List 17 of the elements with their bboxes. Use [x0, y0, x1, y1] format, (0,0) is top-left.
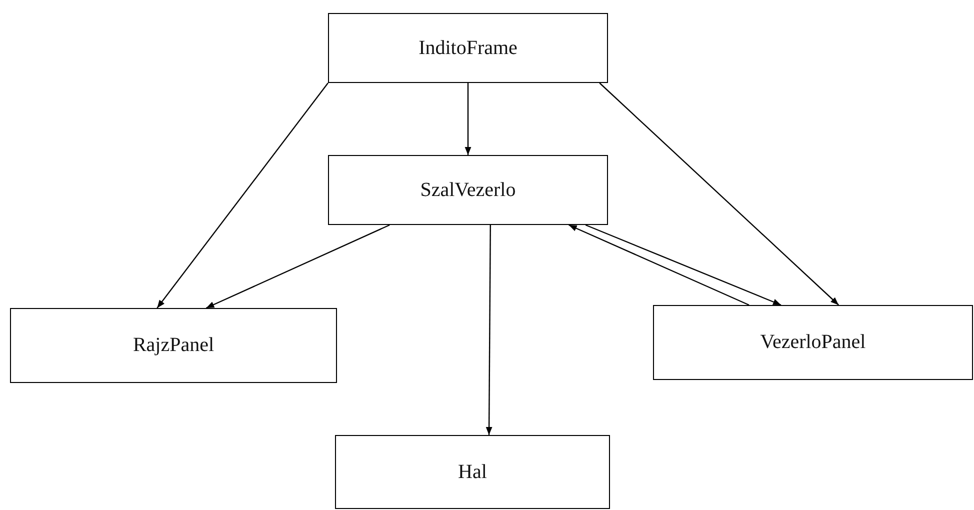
class-name: Hal [458, 460, 487, 484]
class-box [653, 305, 973, 380]
arrow [156, 82, 328, 308]
class-name: SzalVezerlo [420, 178, 516, 202]
arrow [568, 224, 750, 306]
arrow [599, 82, 839, 306]
arrow [585, 224, 782, 306]
class-box [328, 155, 608, 225]
arrow [486, 225, 492, 435]
arrow [206, 224, 390, 309]
class-box [10, 308, 337, 383]
class-box [328, 13, 608, 83]
class-name: VezerloPanel [760, 331, 866, 354]
class-box [335, 435, 610, 509]
arrow [464, 83, 472, 155]
class-name: InditoFrame [418, 36, 518, 60]
class-name: RajzPanel [132, 334, 214, 357]
